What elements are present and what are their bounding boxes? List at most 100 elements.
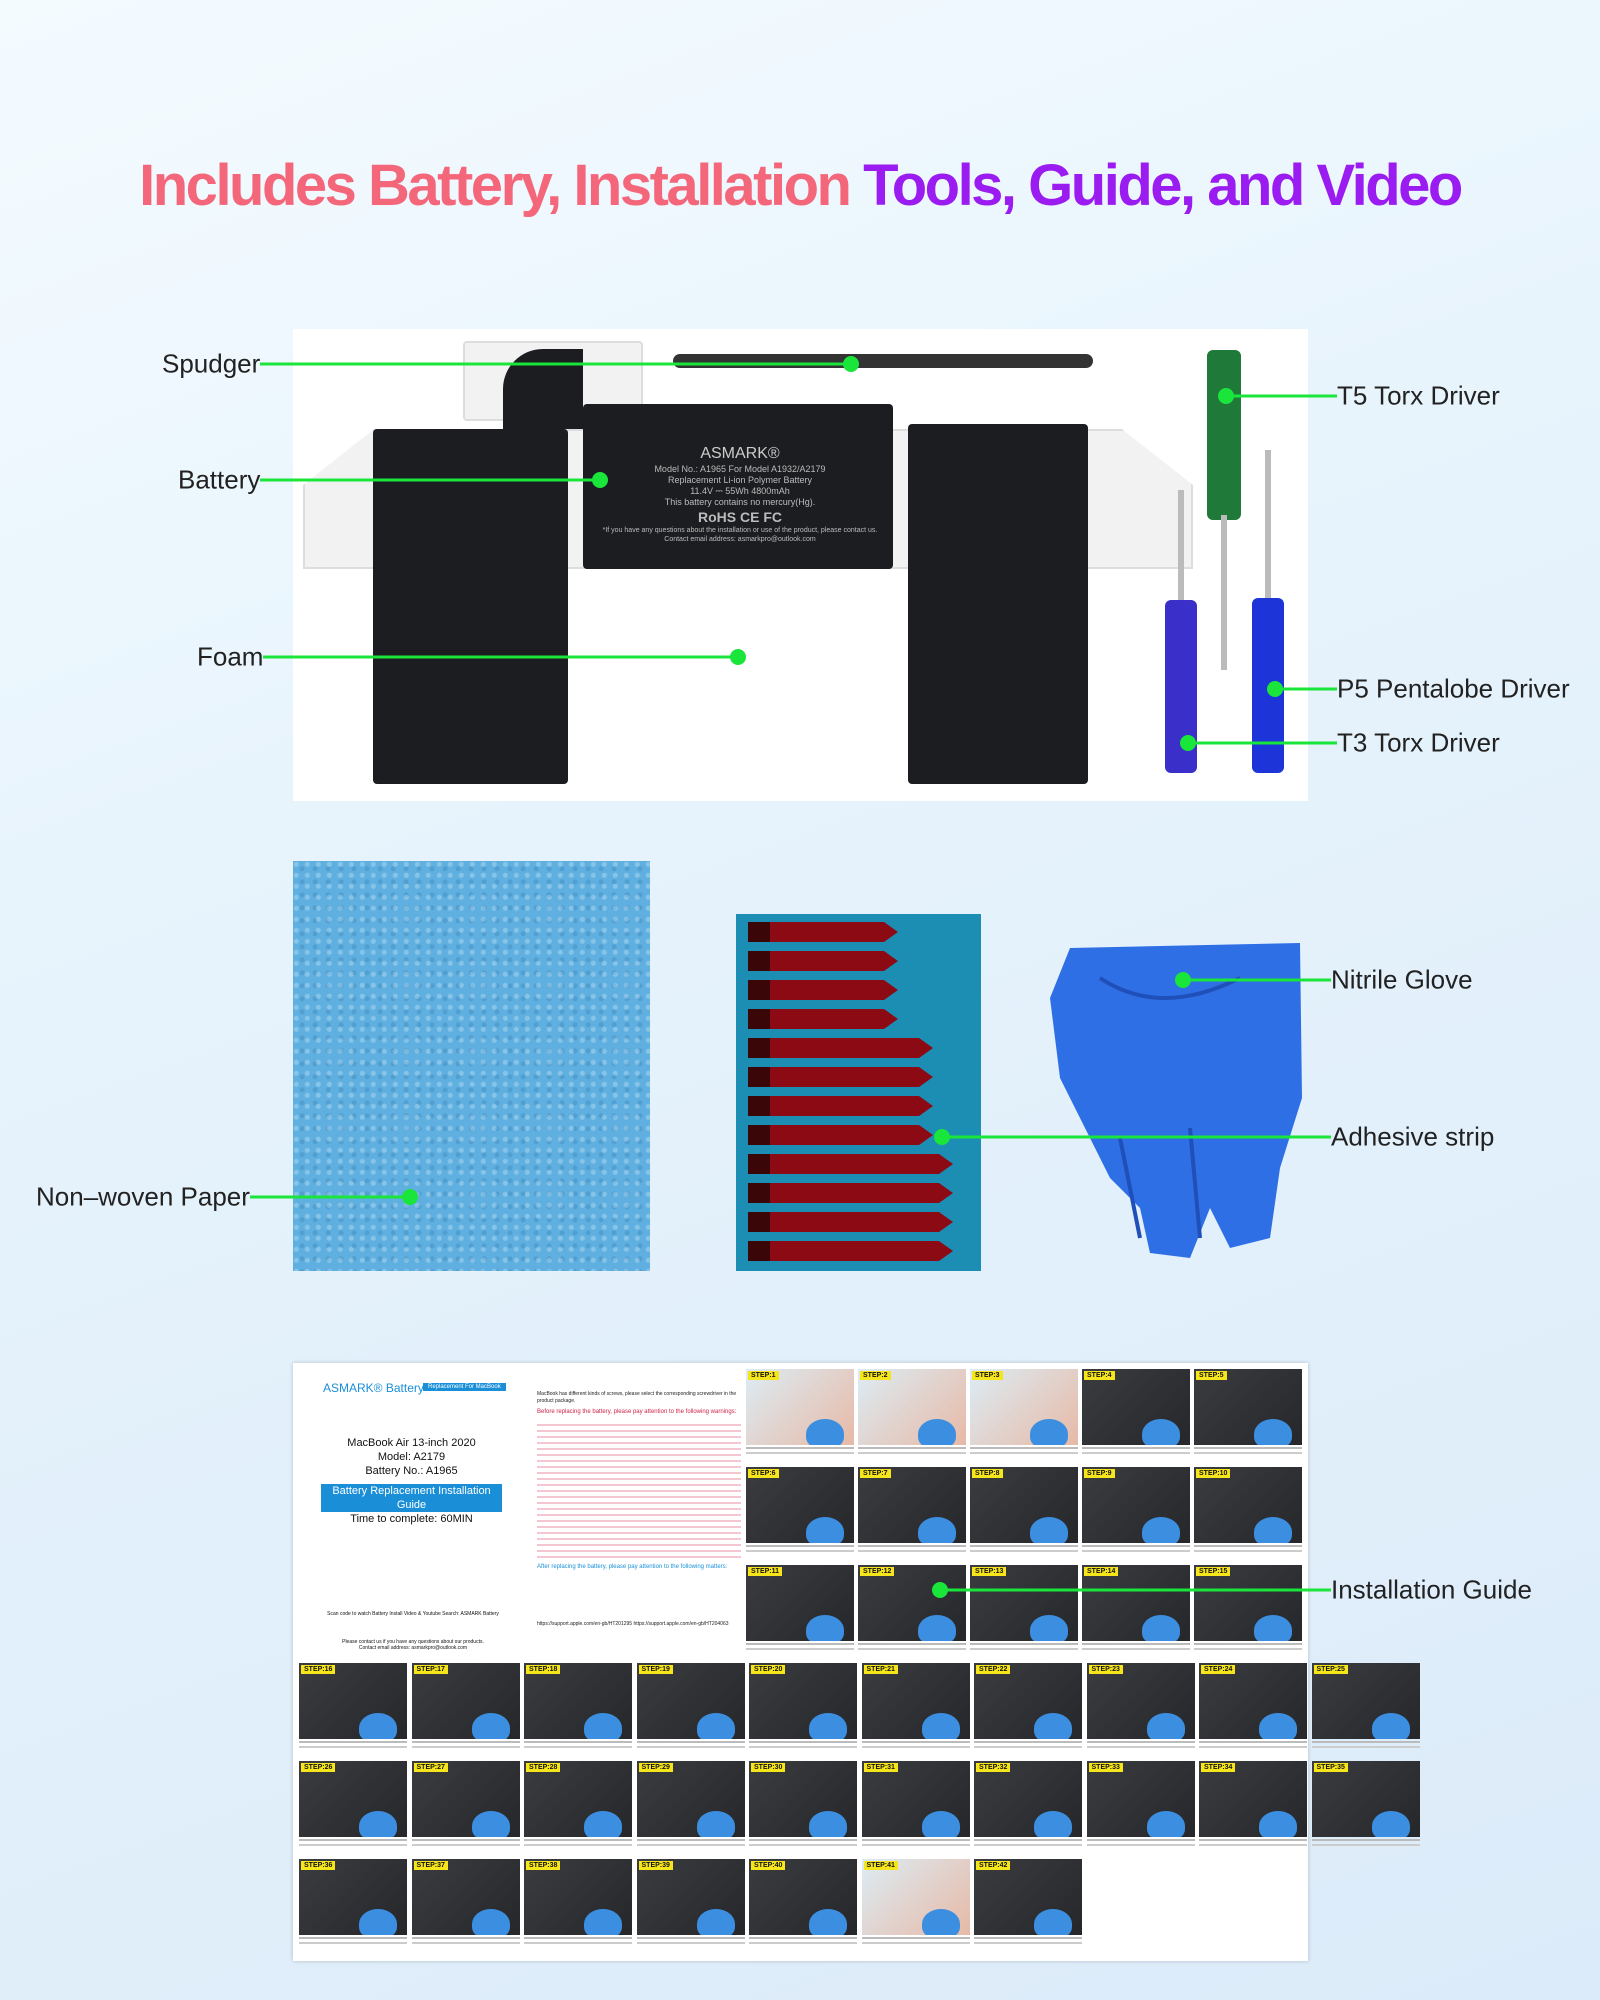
step-caption bbox=[636, 1741, 745, 1743]
battery-marker-dot bbox=[592, 472, 608, 488]
guide-step-1: STEP:1 bbox=[746, 1369, 854, 1463]
step-photo bbox=[1082, 1565, 1190, 1641]
step-tag: STEP:11 bbox=[748, 1567, 783, 1576]
step-caption bbox=[1199, 1839, 1307, 1841]
step-caption bbox=[970, 1643, 1078, 1645]
guide-step-39: STEP:39 bbox=[636, 1859, 745, 1953]
step-tag: STEP:36 bbox=[301, 1861, 336, 1870]
step-tag: STEP:42 bbox=[976, 1861, 1011, 1870]
p5-leader-line bbox=[1275, 687, 1337, 691]
adhesive-strip-9 bbox=[748, 1154, 953, 1174]
adhesive-marker-dot bbox=[934, 1129, 950, 1145]
step-tag: STEP:5 bbox=[1196, 1371, 1227, 1380]
guide-step-32: STEP:32 bbox=[974, 1761, 1082, 1855]
step-photo bbox=[636, 1859, 745, 1935]
guide-leader-line bbox=[940, 1588, 1331, 1592]
battery-cell-right bbox=[908, 424, 1088, 784]
step-tag: STEP:10 bbox=[1196, 1469, 1231, 1478]
step-caption bbox=[1082, 1545, 1190, 1547]
step-caption bbox=[1194, 1643, 1302, 1645]
adhesive-strip-6 bbox=[748, 1067, 933, 1087]
step-photo bbox=[411, 1859, 520, 1935]
guide-step-2: STEP:2 bbox=[858, 1369, 966, 1463]
step-photo bbox=[636, 1761, 745, 1837]
guide-step-23: STEP:23 bbox=[1086, 1663, 1195, 1757]
gloved-hand bbox=[1259, 1713, 1297, 1739]
step-caption bbox=[1082, 1643, 1190, 1645]
step-caption bbox=[636, 1839, 745, 1841]
foam-marker-dot bbox=[730, 649, 746, 665]
step-caption bbox=[749, 1937, 857, 1939]
step-photo bbox=[861, 1859, 970, 1935]
guide-step-11: STEP:11 bbox=[746, 1565, 854, 1659]
guide-step-9: STEP:9 bbox=[1082, 1467, 1190, 1561]
step-tag: STEP:13 bbox=[972, 1567, 1007, 1576]
adhesive-strip-3 bbox=[748, 980, 898, 1000]
gloved-hand bbox=[359, 1713, 397, 1739]
gloved-hand bbox=[921, 1909, 960, 1935]
step-caption bbox=[299, 1839, 407, 1841]
gloved-hand bbox=[471, 1811, 510, 1837]
battery-leader-line bbox=[260, 478, 600, 482]
step-caption bbox=[524, 1937, 632, 1939]
gloved-hand bbox=[584, 1909, 622, 1935]
gloved-hand bbox=[806, 1517, 844, 1543]
step-tag: STEP:33 bbox=[1088, 1763, 1123, 1772]
step-caption bbox=[411, 1839, 520, 1841]
gloved-hand bbox=[1030, 1615, 1068, 1641]
step-tag: STEP:20 bbox=[751, 1665, 786, 1674]
step-caption bbox=[299, 1741, 407, 1743]
step-caption bbox=[299, 1937, 407, 1939]
t5-torx-driver bbox=[1207, 350, 1241, 520]
gloved-hand bbox=[1142, 1615, 1180, 1641]
step-photo bbox=[1199, 1761, 1307, 1837]
step-photo bbox=[970, 1467, 1078, 1543]
guide-step-33: STEP:33 bbox=[1086, 1761, 1195, 1855]
step-caption bbox=[1086, 1741, 1195, 1743]
nitrile-glove bbox=[1040, 938, 1308, 1263]
guide-step-20: STEP:20 bbox=[749, 1663, 857, 1757]
step-caption bbox=[411, 1741, 520, 1743]
adhesive-strip-12 bbox=[748, 1241, 953, 1261]
step-tag: STEP:40 bbox=[751, 1861, 786, 1870]
guide-step-29: STEP:29 bbox=[636, 1761, 745, 1855]
step-photo bbox=[858, 1369, 966, 1445]
step-photo bbox=[970, 1565, 1078, 1641]
gloved-hand bbox=[806, 1615, 844, 1641]
step-caption bbox=[974, 1741, 1082, 1743]
gloved-hand bbox=[918, 1419, 956, 1445]
step-caption bbox=[746, 1643, 854, 1645]
page-title: Includes Battery, Installation Tools, Gu… bbox=[139, 153, 1463, 218]
step-photo bbox=[1311, 1663, 1420, 1739]
step-caption bbox=[974, 1937, 1082, 1939]
guide-step-14: STEP:14 bbox=[1082, 1565, 1190, 1659]
step-tag: STEP:39 bbox=[638, 1861, 673, 1870]
gloved-hand bbox=[1259, 1811, 1297, 1837]
step-caption bbox=[749, 1741, 857, 1743]
guide-step-35: STEP:35 bbox=[1311, 1761, 1420, 1855]
gloved-hand bbox=[806, 1419, 844, 1445]
adhesive-strip-10 bbox=[748, 1183, 953, 1203]
glove-label: Nitrile Glove bbox=[1331, 964, 1473, 995]
gloved-hand bbox=[696, 1811, 735, 1837]
step-tag: STEP:2 bbox=[860, 1371, 891, 1380]
step-tag: STEP:21 bbox=[863, 1665, 898, 1674]
battery-cell-left bbox=[373, 429, 568, 784]
gloved-hand bbox=[921, 1713, 960, 1739]
adhesive-label: Adhesive strip bbox=[1331, 1121, 1495, 1152]
step-caption bbox=[1311, 1839, 1420, 1841]
gloved-hand bbox=[1034, 1713, 1072, 1739]
step-photo bbox=[749, 1859, 857, 1935]
guide-step-34: STEP:34 bbox=[1199, 1761, 1307, 1855]
guide-step-5: STEP:5 bbox=[1194, 1369, 1302, 1463]
step-caption bbox=[749, 1839, 857, 1841]
t5-torx-shaft bbox=[1221, 515, 1227, 670]
guide-step-8: STEP:8 bbox=[970, 1467, 1078, 1561]
step-tag: STEP:26 bbox=[301, 1763, 336, 1772]
guide-step-13: STEP:13 bbox=[970, 1565, 1078, 1659]
step-caption bbox=[524, 1839, 632, 1841]
guide-step-6: STEP:6 bbox=[746, 1467, 854, 1561]
t5-leader-line bbox=[1226, 394, 1337, 398]
glove-leader-line bbox=[1183, 978, 1331, 982]
step-tag: STEP:1 bbox=[748, 1371, 779, 1380]
